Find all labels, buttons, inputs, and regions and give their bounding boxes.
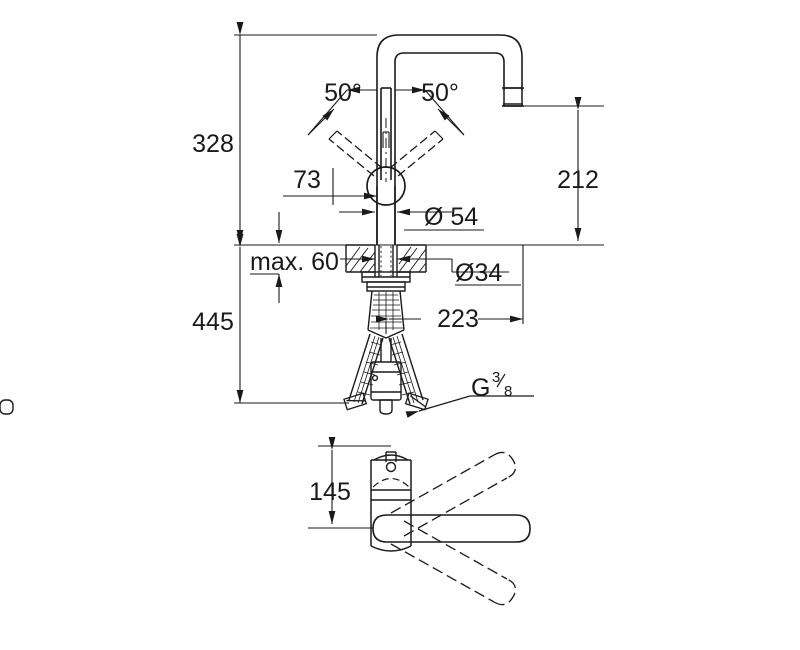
shank-thread-hatch — [380, 246, 392, 276]
label-swivel-left: 50° — [324, 79, 362, 107]
thread-leader-line — [405, 395, 534, 418]
label-73: 73 — [293, 166, 321, 194]
hose-right-connector — [404, 392, 429, 411]
label-223: 223 — [437, 305, 479, 333]
hose-junction — [367, 329, 405, 339]
dimension-lines-elevation — [234, 22, 604, 404]
label-212: 212 — [557, 166, 599, 194]
label-thread-numerator: 3 — [492, 369, 500, 386]
label-thread-letter: G — [471, 374, 490, 402]
hose-left-braid — [353, 335, 383, 404]
label-d34: Ø34 — [455, 259, 502, 287]
label-swivel-right: 50° — [421, 79, 459, 107]
lever-handle — [380, 87, 392, 180]
hose-right-branch — [388, 333, 424, 405]
hose-left-connector — [343, 392, 368, 411]
hose-left-branch — [348, 333, 384, 405]
spout-outline — [376, 34, 523, 245]
label-445: 445 — [192, 308, 234, 336]
mounting-nut-stack — [361, 271, 411, 292]
ext-line-50-left — [307, 89, 348, 136]
handle-swivel-cap-right — [434, 130, 444, 140]
label-thread-g38: G 3 8 — [471, 369, 512, 402]
label-328: 328 — [192, 130, 234, 158]
handle-pivot-circle — [366, 166, 406, 206]
ext-line-50-right — [424, 89, 465, 136]
label-145: 145 — [309, 478, 351, 506]
hose-right-braid — [389, 335, 419, 404]
handle-swivel-cap-left — [328, 130, 338, 140]
plan-view — [308, 437, 531, 606]
thread-fraction-slash — [496, 373, 506, 388]
handle-swivel-dashed-right — [389, 130, 444, 177]
plan-lever-top — [373, 451, 409, 473]
label-max-60: max. 60 — [250, 248, 339, 276]
label-d54: Ø 54 — [424, 203, 478, 231]
label-thread-denominator: 8 — [504, 383, 512, 400]
dimension-labels: 328 445 212 max. 60 73 Ø 54 Ø34 223 50° … — [192, 79, 599, 506]
lever-handle-detail — [382, 131, 390, 148]
plan-spout-dashed-upper — [390, 451, 517, 537]
hose-trunk — [367, 290, 405, 331]
plan-body-arc — [372, 477, 410, 488]
valve-cartridge — [0, 338, 402, 415]
plan-spout-dashed-lower — [390, 520, 517, 606]
handle-swivel-dashed-left — [328, 130, 383, 177]
dimension-lines-plan — [308, 437, 391, 529]
